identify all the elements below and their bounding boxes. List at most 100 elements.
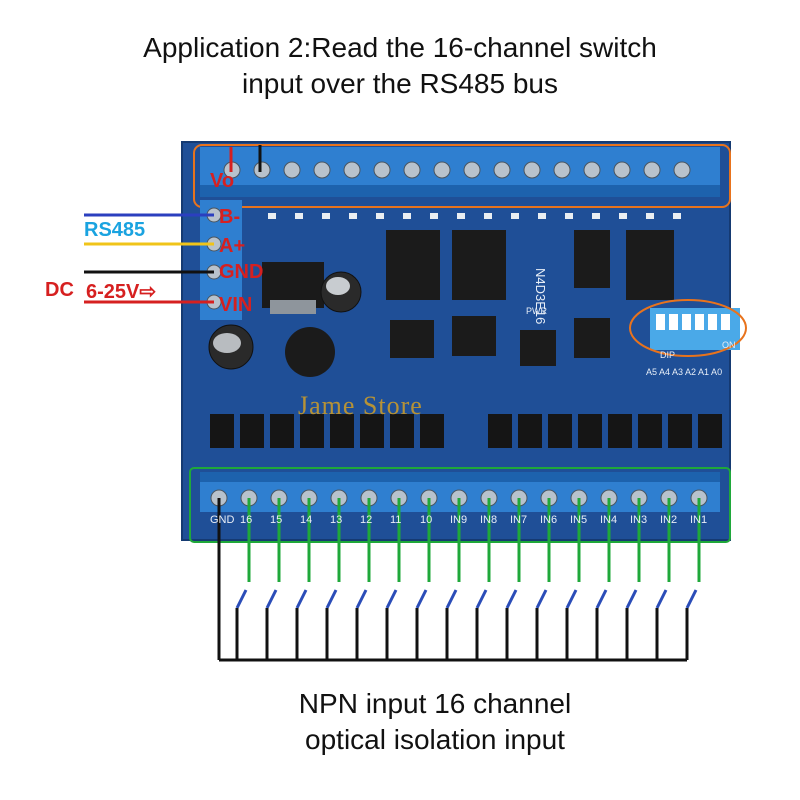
optocoupler [548, 414, 572, 448]
input-terminal-label: 14 [300, 514, 313, 526]
terminal-screw [343, 161, 361, 179]
input-terminal-label: IN2 [660, 514, 678, 526]
status-led [430, 213, 438, 219]
ic-chip-6 [452, 316, 496, 356]
status-led [565, 213, 573, 219]
terminal-screw [523, 161, 541, 179]
dip-switch-keys [656, 314, 730, 330]
ic-chip-2 [452, 230, 506, 300]
title-line-1: Application 2:Read the 16-channel switch [143, 32, 657, 63]
terminal-screw [583, 161, 601, 179]
ic-chip-8 [574, 318, 610, 358]
optocoupler [698, 414, 722, 448]
switch-contact [355, 589, 368, 609]
terminal-screw [253, 161, 271, 179]
ic-chip-4 [626, 230, 674, 300]
optocoupler [668, 414, 692, 448]
title-line-2: input over the RS485 bus [242, 68, 558, 99]
dip-switch-highlight [629, 299, 747, 357]
optocoupler [210, 414, 234, 448]
terminal-screw [283, 161, 301, 179]
input-terminal-label: IN1 [690, 514, 708, 526]
switch-contact [685, 589, 698, 609]
optocoupler [578, 414, 602, 448]
caption-line-2: optical isolation input [305, 724, 565, 755]
dip-key [656, 314, 665, 330]
ic-chip-1 [386, 230, 440, 300]
terminal-screw [433, 161, 451, 179]
optocoupler [608, 414, 632, 448]
terminal-screw [313, 161, 331, 179]
left-power-terminal [200, 200, 242, 320]
status-led [646, 213, 654, 219]
optocoupler [518, 414, 542, 448]
inductor [285, 327, 335, 377]
terminal-screw [613, 161, 631, 179]
pin-a-label: A+ [219, 235, 246, 257]
caption-line-1: NPN input 16 channel [298, 688, 572, 719]
top-terminal-block [200, 147, 720, 197]
status-led [322, 213, 330, 219]
pin-gnd-label: GND [219, 261, 264, 283]
switch-contact [505, 589, 518, 609]
switch-contact [325, 589, 338, 609]
switch-contact [565, 589, 578, 609]
switch-contact [445, 589, 458, 609]
optocoupler [300, 414, 324, 448]
switch-contact [415, 589, 428, 609]
address-pins-label: A5 A4 A3 A2 A1 A0 [646, 367, 723, 377]
input-terminal-label: IN6 [540, 514, 558, 526]
dip-label: DIP [660, 350, 676, 360]
switch-contact [595, 589, 608, 609]
switch-contact [535, 589, 548, 609]
optocoupler [330, 414, 354, 448]
rs485-label: RS485 [84, 219, 146, 241]
optocoupler-row [210, 414, 722, 448]
optocoupler [420, 414, 444, 448]
top-terminal-screws [223, 161, 691, 179]
dip-on-label: ON [722, 340, 736, 350]
pin-b-label: B- [219, 206, 241, 228]
status-led [403, 213, 411, 219]
terminal-screw [673, 161, 691, 179]
input-terminal-label: 12 [360, 514, 373, 526]
top-terminal-highlight [193, 144, 731, 208]
switch-wiring [217, 498, 701, 662]
input-terminal-label: 16 [240, 514, 253, 526]
ic-chip-7 [520, 330, 556, 366]
status-led [295, 213, 303, 219]
input-terminal-label: 13 [330, 514, 343, 526]
terminal-screw [373, 161, 391, 179]
dc-label: DC [45, 279, 74, 301]
status-led [673, 213, 681, 219]
voltage-range-label: 6-25V⇨ [86, 281, 157, 303]
dip-key [708, 314, 717, 330]
switch-contact [385, 589, 398, 609]
status-led [619, 213, 627, 219]
optocoupler [638, 414, 662, 448]
switch-contact [625, 589, 638, 609]
optocoupler [240, 414, 264, 448]
dip-key [721, 314, 730, 330]
switch-contact [475, 589, 488, 609]
switch-contact [235, 589, 248, 609]
input-terminal-label: IN4 [600, 514, 618, 526]
input-terminal-label: IN5 [570, 514, 588, 526]
status-led [538, 213, 546, 219]
terminal-screw [553, 161, 571, 179]
channel-led-row [268, 213, 681, 219]
ic-chip-5 [390, 320, 434, 358]
input-terminal-label: IN3 [630, 514, 648, 526]
switch-contact [295, 589, 308, 609]
input-terminal-label: 11 [390, 514, 402, 526]
terminal-screw [463, 161, 481, 179]
status-led [484, 213, 492, 219]
watermark: Jame Store [298, 391, 423, 420]
dip-key [682, 314, 691, 330]
pin-vin-label: VIN [219, 294, 253, 316]
ic-chip-3 [574, 230, 610, 288]
terminal-screw [403, 161, 421, 179]
terminal-screw [643, 161, 661, 179]
dip-key [695, 314, 704, 330]
